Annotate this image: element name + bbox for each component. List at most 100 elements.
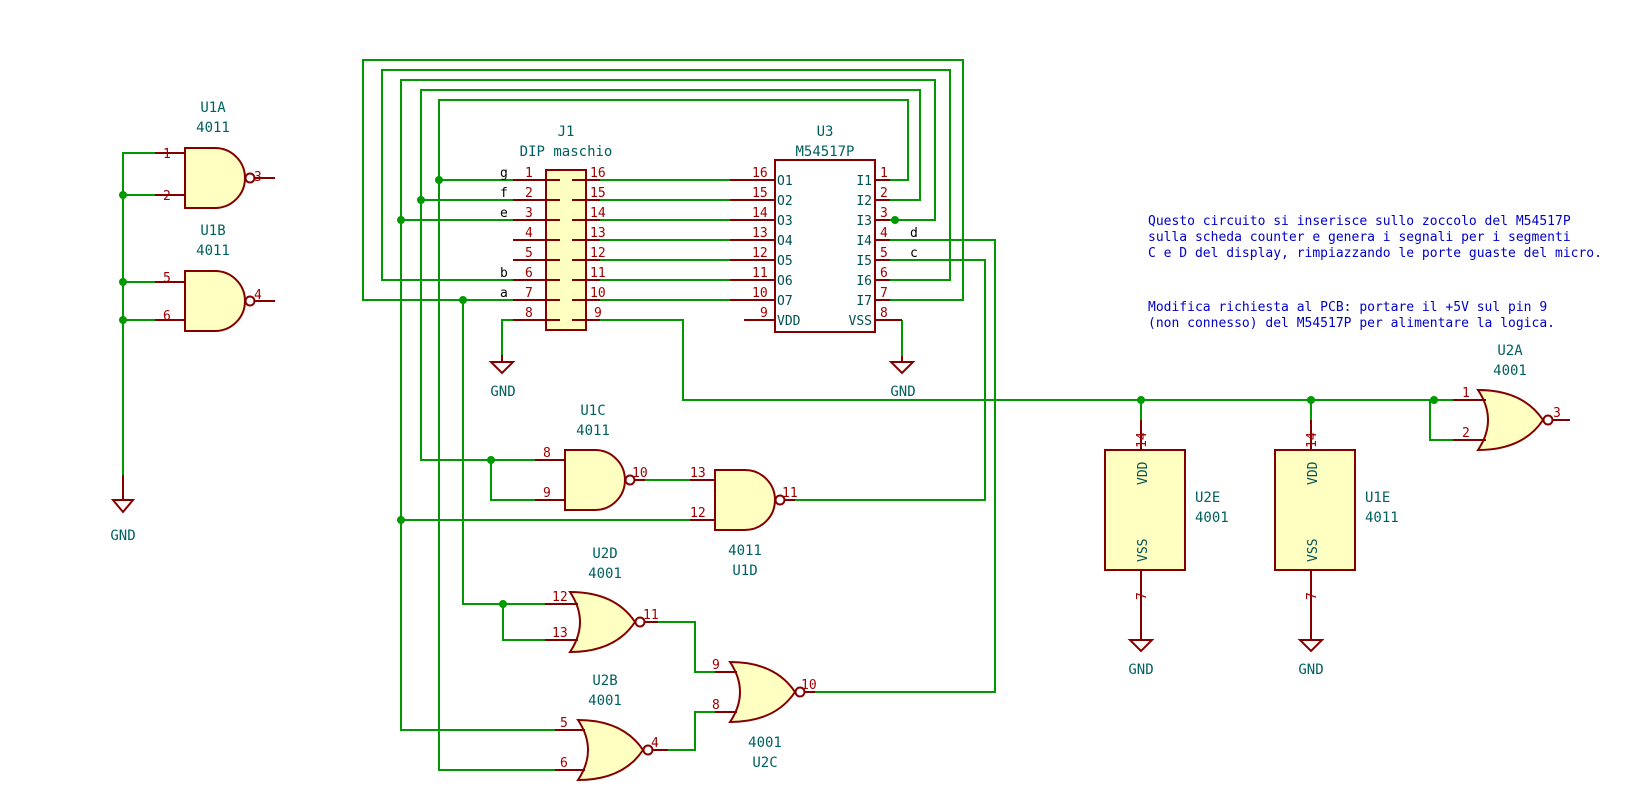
j1-pin-7: 7 xyxy=(525,286,533,301)
u3-pin-name-o3: O3 xyxy=(777,214,793,229)
u3-pin-8: 8 xyxy=(880,306,888,321)
gnd-label: GND xyxy=(1128,662,1153,678)
u1c-pin-9: 9 xyxy=(543,486,551,501)
junction-dot xyxy=(1307,396,1315,404)
gnd-label: GND xyxy=(890,384,915,400)
u3-pin-4: 4 xyxy=(880,226,888,241)
u2e-pin-7: 7 xyxy=(1135,592,1150,600)
u1e-ref: U1E xyxy=(1365,490,1390,506)
u3-pin-name-i1: I1 xyxy=(856,174,872,189)
u1c-value: 4011 xyxy=(576,423,610,439)
j1-pin-14: 14 xyxy=(590,206,606,221)
gnd-label: GND xyxy=(490,384,515,400)
u2c-pin-10: 10 xyxy=(801,678,817,693)
u3-pin-16: 16 xyxy=(752,166,768,181)
u3-pin-6: 6 xyxy=(880,266,888,281)
u3-pin-12: 12 xyxy=(752,246,768,261)
u2a-ref: U2A xyxy=(1497,343,1523,359)
u3-pin-name-i5: I5 xyxy=(856,254,872,269)
u1c-ref: U1C xyxy=(580,403,605,419)
u3-pin-13: 13 xyxy=(752,226,768,241)
j1-pin-5: 5 xyxy=(525,246,533,261)
u1b-pin-6: 6 xyxy=(163,309,171,324)
u3-pin-name-i4: I4 xyxy=(856,234,872,249)
wire xyxy=(400,220,565,731)
j1-pin-11: 11 xyxy=(590,266,606,281)
u3-m54517p[interactable]: U3 M54517P 16 15 14 13 12 11 10 9 O1 O2 … xyxy=(730,124,902,333)
u3-pin-name-i3: I3 xyxy=(856,214,872,229)
u2c-ref: U2C xyxy=(752,755,777,771)
u3-pin-name-o2: O2 xyxy=(777,194,793,209)
j1-pin-15: 15 xyxy=(590,186,606,201)
notes: Questo circuito si inserisce sullo zocco… xyxy=(1148,214,1602,331)
junctions xyxy=(119,176,1438,608)
wire xyxy=(658,621,720,673)
u2e-value: 4001 xyxy=(1195,510,1229,526)
u2d-pin-11: 11 xyxy=(643,608,659,623)
junction-dot xyxy=(487,456,495,464)
wires xyxy=(122,59,1453,771)
net-label-c: c xyxy=(910,246,918,261)
u1b-nand-gate[interactable]: U1B 4011 5 6 4 xyxy=(155,223,275,332)
u2d-pin-13: 13 xyxy=(552,626,568,641)
u2e-power-unit[interactable]: 14 7 VDD VSS U2E 4001 xyxy=(1104,420,1229,640)
j1-value: DIP maschio xyxy=(520,144,613,160)
u1e-vss-label: VSS xyxy=(1306,539,1321,562)
wire xyxy=(122,152,155,475)
u3-ref: U3 xyxy=(817,124,834,140)
u1a-nand-gate[interactable]: U1A 4011 1 2 3 xyxy=(155,100,275,209)
u2c-nor-gate[interactable]: 4001 U2C 9 8 10 xyxy=(712,658,817,771)
u3-pin-name-vss: VSS xyxy=(849,314,872,329)
wire xyxy=(810,239,996,693)
u1c-pin-10: 10 xyxy=(632,466,648,481)
wire xyxy=(438,99,909,181)
wire xyxy=(600,319,1430,401)
gnd-label: GND xyxy=(1298,662,1323,678)
u2e-vss-label: VSS xyxy=(1136,539,1151,562)
j1-pin-12: 12 xyxy=(590,246,606,261)
junction-dot xyxy=(891,216,899,224)
wire xyxy=(438,180,565,771)
junction-dot xyxy=(119,278,127,286)
wire xyxy=(420,89,921,461)
wire xyxy=(381,69,951,281)
u2c-pin-9: 9 xyxy=(712,658,720,673)
junction-dot xyxy=(1430,396,1438,404)
wire xyxy=(362,59,964,301)
u3-pin-3: 3 xyxy=(880,206,888,221)
u1d-ref: U1D xyxy=(732,563,757,579)
u1a-pin-2: 2 xyxy=(163,189,171,204)
wire xyxy=(501,319,513,355)
junction-dot xyxy=(499,600,507,608)
net-label-f: f xyxy=(500,186,508,201)
j1-pin-9: 9 xyxy=(594,306,602,321)
u1d-pin-13: 13 xyxy=(690,466,706,481)
u2d-nor-gate[interactable]: U2D 4001 12 13 11 xyxy=(545,546,659,654)
u1c-pin-8: 8 xyxy=(543,446,551,461)
junction-dot xyxy=(459,296,467,304)
u1d-nand-gate[interactable]: 4011 U1D 13 12 11 xyxy=(690,466,798,579)
u2e-vdd-label: VDD xyxy=(1136,461,1151,485)
u3-pin-name-o7: O7 xyxy=(777,294,793,309)
u2c-value: 4001 xyxy=(748,735,782,751)
u2a-nor-gate[interactable]: U2A 4001 1 2 3 xyxy=(1453,343,1570,452)
u1d-pin-12: 12 xyxy=(690,506,706,521)
wire xyxy=(490,460,555,501)
u1e-power-unit[interactable]: 14 7 VDD VSS U1E 4011 xyxy=(1274,420,1399,640)
note-1-line-3: C e D del display, rimpiazzando le porte… xyxy=(1148,246,1602,261)
u2a-pin-2: 2 xyxy=(1462,426,1470,441)
junction-dot xyxy=(397,216,405,224)
u1e-pin-7: 7 xyxy=(1305,592,1320,600)
j1-dip-connector[interactable]: J1 DIP maschio 1 2 3 4 5 6 7 8 16 15 14 … xyxy=(513,124,613,331)
u2c-pin-8: 8 xyxy=(712,698,720,713)
junction-dot xyxy=(397,516,405,524)
u1e-value: 4011 xyxy=(1365,510,1399,526)
u1a-value: 4011 xyxy=(196,120,230,136)
u2b-nor-gate[interactable]: U2B 4001 5 6 4 xyxy=(555,673,668,782)
u1c-nand-gate[interactable]: U1C 4011 8 9 10 xyxy=(535,403,648,511)
wire xyxy=(400,79,936,221)
u3-pin-14: 14 xyxy=(752,206,768,221)
u1b-ref: U1B xyxy=(200,223,225,239)
u3-value: M54517P xyxy=(795,144,854,160)
j1-pin-6: 6 xyxy=(525,266,533,281)
